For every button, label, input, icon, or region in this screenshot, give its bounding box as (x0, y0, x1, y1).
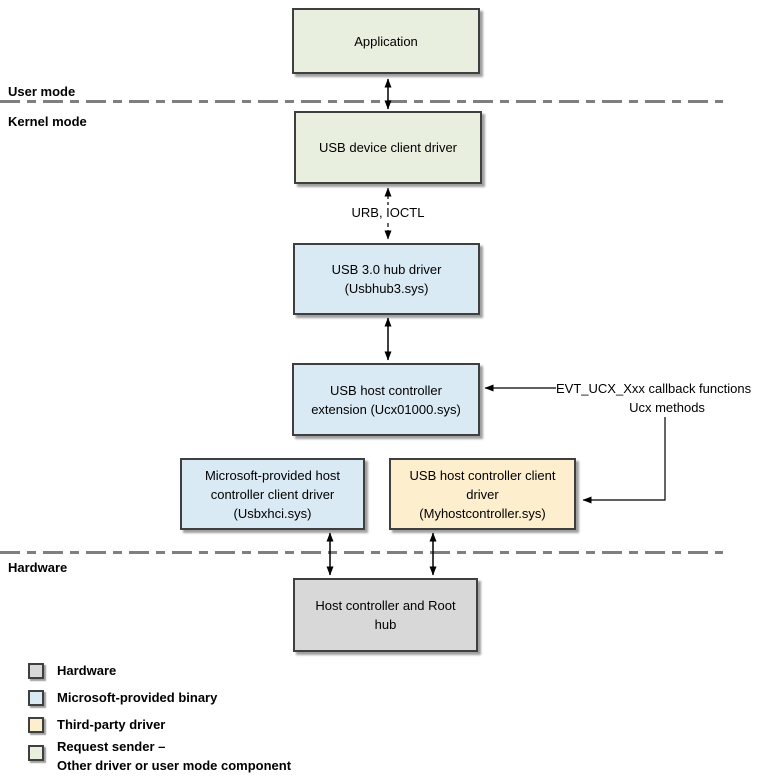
kernel-hardware-separator (0, 551, 723, 554)
box-application-label: Application (354, 33, 418, 49)
kernel-mode-label: Kernel mode (8, 114, 87, 129)
box-microsoft-host-controller-client-driver: Microsoft-provided host controller clien… (180, 458, 365, 530)
ucx-methods-label: Ucx methods (629, 400, 705, 415)
box-usb3-hub-driver: USB 3.0 hub driver (Usbhub3.sys) (293, 243, 480, 315)
box-usb-device-client-driver: USB device client driver (294, 111, 482, 184)
user-mode-label: User mode (8, 84, 76, 99)
arrow-ucx-methods-to-client-driver (582, 417, 666, 504)
box-usb-host-controller-extension-label: USB host controller extension (Ucx01000.… (311, 382, 461, 417)
legend-swatch-third-party (28, 717, 44, 733)
box-usb-host-controller-client-driver-label: USB host controller client driver (Myhos… (409, 467, 556, 521)
box-microsoft-host-controller-client-driver-label: Microsoft-provided host controller clien… (204, 467, 341, 521)
box-host-controller-root-hub: Host controller and Root hub (293, 578, 478, 652)
legend-label-third-party: Third-party driver (57, 717, 166, 732)
box-usb-host-controller-extension: USB host controller extension (Ucx01000.… (292, 363, 480, 436)
legend-label-hardware: Hardware (57, 663, 117, 678)
user-kernel-mode-separator (0, 100, 723, 103)
evt-callback-annotation: EVT_UCX_Xxx callback functions Ucx metho… (556, 381, 778, 416)
legend-swatch-hardware (28, 663, 44, 679)
box-application: Application (292, 8, 480, 74)
legend-label-microsoft-binary: Microsoft-provided binary (57, 690, 218, 705)
evt-callback-label: EVT_UCX_Xxx callback functions (556, 381, 752, 396)
box-usb-device-client-driver-label: USB device client driver (319, 140, 457, 155)
urb-ioctl-label: URB, IOCTL (348, 205, 428, 221)
legend-label-request-sender: Request sender – Other driver or user mo… (57, 739, 292, 773)
box-host-controller-root-hub-label: Host controller and Root hub (315, 598, 456, 632)
box-usb-host-controller-client-driver: USB host controller client driver (Myhos… (389, 458, 576, 530)
hardware-label: Hardware (8, 560, 68, 575)
legend-swatch-microsoft-binary (28, 690, 44, 706)
box-usb3-hub-driver-label: USB 3.0 hub driver (Usbhub3.sys) (331, 262, 442, 296)
legend-swatch-request-sender (28, 745, 44, 761)
